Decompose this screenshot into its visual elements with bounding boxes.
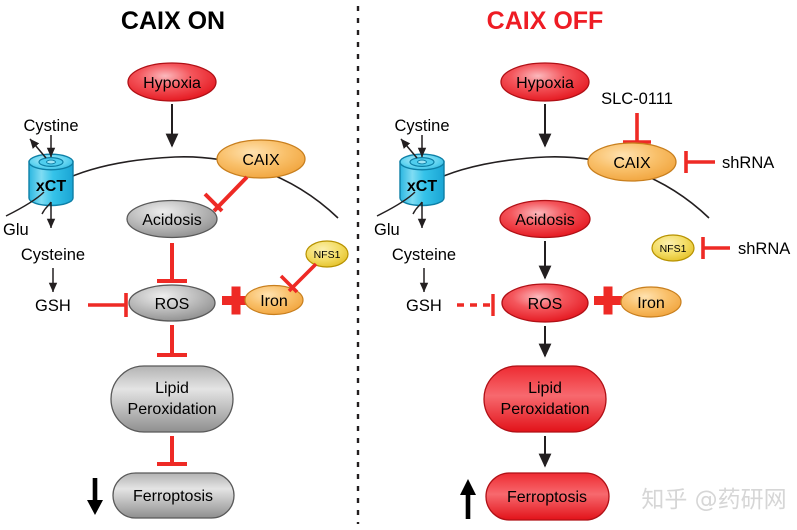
slc0111-inhibits-caix	[623, 113, 651, 144]
gsh-label-right: GSH	[406, 297, 442, 315]
plus-symbol-left	[222, 286, 250, 315]
node-ros-right: ROS	[501, 283, 589, 323]
ferroptosis-down-arrow	[87, 478, 103, 515]
xct-label-right: xCT	[407, 178, 437, 195]
node-ferroptosis-label-right: Ferroptosis	[507, 489, 587, 506]
node-iron-right: Iron	[620, 286, 682, 318]
gsh-inhibits-ros-dashed	[457, 294, 495, 316]
slc0111-label: SLC-0111	[601, 90, 673, 108]
node-lipid-peroxidation-right-label-1: Lipid	[528, 380, 562, 397]
node-caix-label-right: CAIX	[613, 155, 651, 172]
shrna-caix-label: shRNA	[722, 154, 774, 172]
node-acidosis-label: Acidosis	[142, 212, 202, 229]
ferroptosis-up-arrow	[460, 479, 476, 519]
node-caix-label: CAIX	[242, 152, 280, 169]
node-lipid-peroxidation-right: Lipid Peroxidation	[483, 365, 607, 433]
node-iron-label: Iron	[260, 293, 288, 310]
node-ferroptosis-label: Ferroptosis	[133, 488, 213, 505]
node-ferroptosis: Ferroptosis	[112, 472, 235, 519]
nfs1-inhibits-iron	[279, 262, 318, 294]
node-iron: Iron	[244, 284, 304, 316]
glu-line	[5, 191, 45, 217]
xct-label: xCT	[36, 178, 66, 195]
node-caix-right: CAIX	[587, 142, 677, 182]
node-hypoxia: Hypoxia	[127, 62, 217, 102]
node-acidosis: Acidosis	[126, 199, 218, 239]
cysteine-label-right: Cysteine	[392, 246, 456, 264]
shrna-nfs1-label: shRNA	[738, 240, 790, 258]
panel-title-left: CAIX ON	[121, 7, 225, 35]
shrna-inhibits-nfs1	[701, 237, 730, 259]
panel-right: xCT Cystine Glu Cysteine GSH Hypoxia SLC…	[374, 62, 790, 521]
node-hypoxia-label-right: Hypoxia	[516, 75, 574, 92]
plus-symbol-right	[594, 286, 622, 315]
node-ros-label: ROS	[155, 296, 190, 313]
node-acidosis-right: Acidosis	[499, 199, 591, 239]
glu-line-right	[376, 191, 416, 217]
glu-label-right: Glu	[374, 221, 400, 239]
node-lipid-peroxidation-right-label-2: Peroxidation	[501, 401, 590, 418]
xct-transporter: xCT	[28, 153, 74, 207]
node-nfs1: NFS1	[305, 240, 349, 268]
node-caix: CAIX	[216, 139, 306, 179]
cystine-out-arrow-right	[400, 138, 418, 159]
ros-inhibits-lipid-peroxidation	[157, 325, 187, 357]
node-ros-label-right: ROS	[528, 296, 563, 313]
cystine-label-right: Cystine	[394, 117, 449, 135]
node-iron-label-right: Iron	[637, 295, 665, 312]
glu-label: Glu	[3, 221, 29, 239]
node-ros: ROS	[128, 284, 216, 322]
panel-left: xCT Cystine Glu Cysteine GSH Hypoxia CAI…	[3, 62, 349, 519]
cystine-label: Cystine	[23, 117, 78, 135]
node-lipid-peroxidation: Lipid Peroxidation	[110, 365, 234, 433]
node-ferroptosis-right: Ferroptosis	[485, 472, 610, 521]
node-lipid-peroxidation-label-2: Peroxidation	[128, 401, 217, 418]
watermark: 知乎 @药研网	[641, 487, 786, 513]
gsh-label: GSH	[35, 297, 71, 315]
node-hypoxia-label: Hypoxia	[143, 75, 201, 92]
node-nfs1-right: NFS1	[651, 234, 695, 262]
cystine-out-arrow	[29, 138, 47, 159]
node-nfs1-label: NFS1	[314, 249, 341, 261]
xct-transporter-right: xCT	[399, 153, 445, 207]
lipid-peroxidation-inhibits-ferroptosis	[157, 436, 187, 466]
cysteine-label: Cysteine	[21, 246, 85, 264]
shrna-inhibits-caix	[684, 151, 715, 173]
node-acidosis-label-right: Acidosis	[515, 212, 575, 229]
panel-title-right: CAIX OFF	[487, 7, 604, 35]
gsh-inhibits-ros	[88, 293, 128, 317]
caix-inhibits-acidosis	[203, 175, 249, 213]
node-lipid-peroxidation-label-1: Lipid	[155, 380, 189, 397]
node-hypoxia-right: Hypoxia	[500, 62, 590, 102]
acidosis-inhibits-ros	[157, 243, 187, 283]
node-nfs1-label-right: NFS1	[660, 243, 687, 255]
